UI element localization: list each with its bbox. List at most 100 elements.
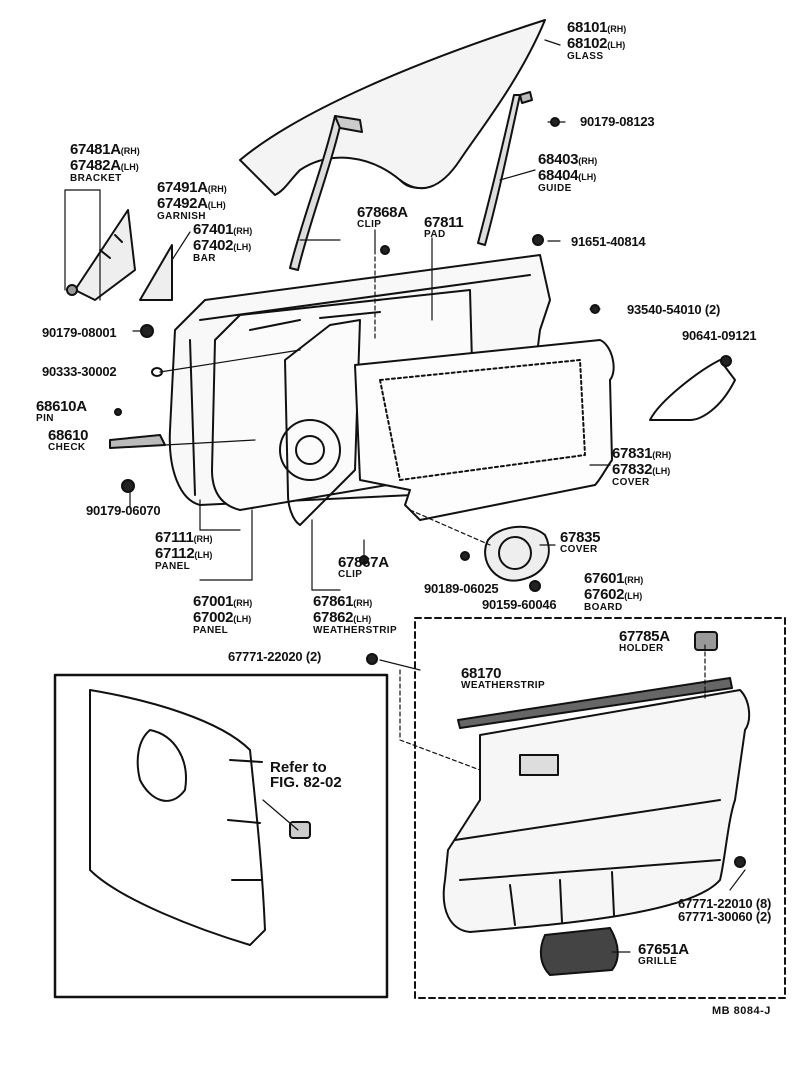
grille-name: GRILLE xyxy=(638,956,678,967)
door-glass-shape xyxy=(239,19,546,196)
check-part-number: 68610 xyxy=(48,427,89,444)
screw-91651-40814-label: 91651-40814 xyxy=(571,234,646,249)
guide-shape xyxy=(477,91,533,246)
nut-90179-08001-label: 90179-08001 xyxy=(42,325,117,340)
cover-67835-label: 67835 COVER xyxy=(560,529,601,555)
panel-67111-rh-side: (RH) xyxy=(193,534,213,544)
panel-67111-rh-part-number: 67111 xyxy=(155,529,194,546)
board-lh-side: (LH) xyxy=(624,591,643,601)
bracket-rh-part-number: 67481A xyxy=(70,141,121,158)
weatherstrip-67861-label: 67861(RH) 67862(LH) WEATHERSTRIP xyxy=(313,594,397,636)
pin-label: 68610A PIN xyxy=(36,399,87,424)
grille-label: 67651A GRILLE xyxy=(638,942,689,967)
weatherstrip-67861-rh-side: (RH) xyxy=(353,598,373,608)
guide-lh-side: (LH) xyxy=(578,172,597,182)
garnish-shape xyxy=(139,244,173,301)
bolt-90179-08123-label: 90179-08123 xyxy=(580,114,655,129)
panel-67111-name: PANEL xyxy=(155,561,191,572)
glass-name: GLASS xyxy=(567,51,604,62)
clips-board-part-number-2: 67771-30060 (2) xyxy=(678,909,772,924)
cover-67831-label: 67831(RH) 67832(LH) COVER xyxy=(612,446,671,488)
plug-90333-30002-label: 90333-30002 xyxy=(42,364,117,379)
weatherstrip-68170-name: WEATHERSTRIP xyxy=(461,680,546,691)
weatherstrip-67861-name: WEATHERSTRIP xyxy=(313,625,398,636)
clip-67867a-label: 67867A CLIP xyxy=(338,555,389,580)
clip-67867a-part-number: 67867A xyxy=(338,554,389,571)
glass-rh-part-number: 68101 xyxy=(567,19,608,36)
leader-lines xyxy=(64,39,746,953)
glass-lh-part-number: 68102 xyxy=(567,35,608,52)
panel-67001-label: 67001(RH) 67002(LH) PANEL xyxy=(193,594,252,636)
panel-67001-lh-side: (LH) xyxy=(233,614,252,624)
refer-to-text: Refer to xyxy=(270,759,327,776)
guide-label: 68403(RH) 68404(LH) GUIDE xyxy=(538,152,597,194)
board-rh-side: (RH) xyxy=(624,575,644,585)
cover-67831-name: COVER xyxy=(612,477,650,488)
check-label: 68610 CHECK xyxy=(48,427,89,453)
small-door-sketch xyxy=(649,359,736,421)
service-cover-shape xyxy=(354,339,615,521)
weatherstrip-67861-rh-part-number: 67861 xyxy=(313,593,354,610)
panel-67111-label: 67111(RH) 67112(LH) PANEL xyxy=(155,530,213,572)
grille-shape xyxy=(539,927,619,976)
bar-shape xyxy=(289,115,363,271)
bracket-name: BRACKET xyxy=(70,173,122,184)
guide-lh-part-number: 68404 xyxy=(538,167,579,184)
holder-name: HOLDER xyxy=(619,643,664,654)
check-shape xyxy=(109,434,166,449)
cover-67835-part-number: 67835 xyxy=(560,529,601,546)
screw-93540-54010-label: 93540-54010 (2) xyxy=(627,302,721,317)
board-label: 67601(RH) 67602(LH) BOARD xyxy=(584,571,643,613)
guide-rh-part-number: 68403 xyxy=(538,151,579,168)
clip-67867a-name: CLIP xyxy=(338,569,363,580)
bracket-shape xyxy=(66,209,136,301)
bar-label: 67401(RH) 67402(LH) BAR xyxy=(193,222,252,264)
weatherstrip-67861-lh-part-number: 67862 xyxy=(313,609,354,626)
check-name: CHECK xyxy=(48,442,86,453)
figure-code: MB 8084-J xyxy=(712,1005,771,1017)
bracket-label: 67481A(RH) 67482A(LH) BRACKET xyxy=(70,142,140,184)
clip-67868a-label: 67868A CLIP xyxy=(357,205,408,230)
nut-90641-09121-label: 90641-09121 xyxy=(682,328,757,343)
cover-67831-lh-side: (LH) xyxy=(652,466,671,476)
nut-90159-60046-label: 90159-60046 xyxy=(482,597,557,612)
refer-to-label: Refer to FIG. 82-02 xyxy=(270,760,342,790)
bar-rh-part-number: 67401 xyxy=(193,221,234,238)
board-name: BOARD xyxy=(584,602,623,613)
glass-rh-side: (RH) xyxy=(607,24,627,34)
fasteners xyxy=(114,117,746,868)
cover-67831-lh-part-number: 67832 xyxy=(612,461,653,478)
panel-67001-name: PANEL xyxy=(193,625,229,636)
clip-67771-22020-label: 67771-22020 (2) xyxy=(228,649,322,664)
bar-lh-part-number: 67402 xyxy=(193,237,234,254)
holder-shape xyxy=(694,631,718,651)
bracket-lh-side: (LH) xyxy=(120,162,139,172)
pin-name: PIN xyxy=(36,413,54,424)
clip-67868a-part-number: 67868A xyxy=(357,204,408,221)
nut-90179-06070-label: 90179-06070 xyxy=(86,503,161,518)
garnish-rh-part-number: 67491A xyxy=(157,179,208,196)
panel-67001-lh-part-number: 67002 xyxy=(193,609,234,626)
cover-67831-rh-side: (RH) xyxy=(652,450,672,460)
clip-67868a-name: CLIP xyxy=(357,219,382,230)
pin-part-number: 68610A xyxy=(36,398,87,415)
board-rh-part-number: 67601 xyxy=(584,570,625,587)
glass-label: 68101(RH) 68102(LH) GLASS xyxy=(567,20,626,62)
bar-rh-side: (RH) xyxy=(233,226,253,236)
pad-label: 67811 PAD xyxy=(424,214,464,240)
door-trim-board-shape xyxy=(442,689,751,933)
garnish-name: GARNISH xyxy=(157,211,206,222)
weatherstrip-67861-lh-side: (LH) xyxy=(353,614,372,624)
guide-name: GUIDE xyxy=(538,183,572,194)
bracket-lh-part-number: 67482A xyxy=(70,157,121,174)
pad-part-number: 67811 xyxy=(424,214,464,231)
clips-board-label: 67771-22010 (8) 67771-30060 (2) xyxy=(678,897,771,923)
clips-board-part-number-1: 67771-22010 (8) xyxy=(678,896,772,911)
panel-67001-rh-part-number: 67001 xyxy=(193,593,234,610)
weatherstrip-68170-label: 68170 WEATHERSTRIP xyxy=(461,666,545,691)
holder-part-number: 67785A xyxy=(619,628,670,645)
garnish-rh-side: (RH) xyxy=(207,184,227,194)
inset-box xyxy=(53,673,389,999)
inset-door-sketch xyxy=(89,689,311,946)
